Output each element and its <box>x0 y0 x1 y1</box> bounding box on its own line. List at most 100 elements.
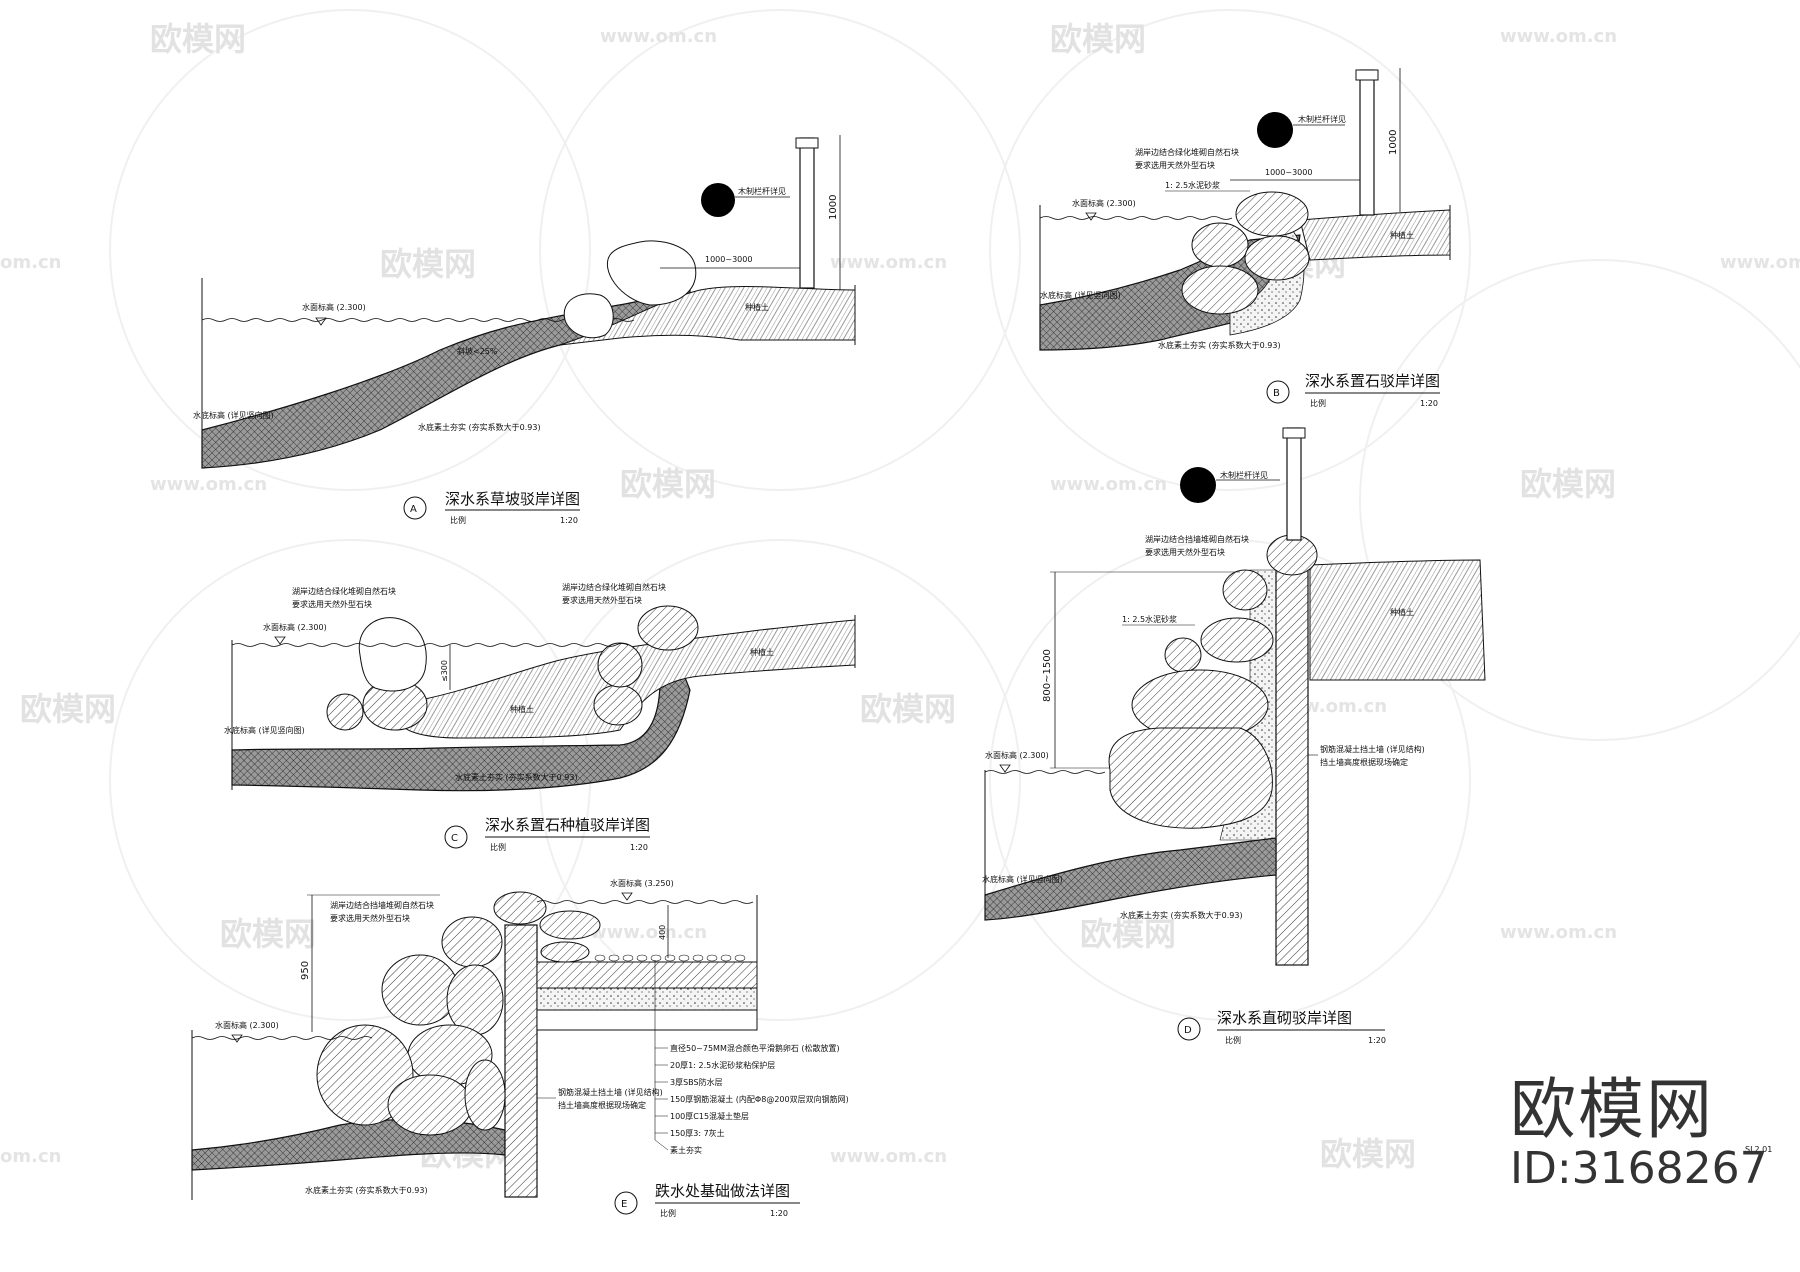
water-bottom-section <box>984 837 1277 921</box>
bank-soil <box>559 285 856 346</box>
detail-title: 深水系置石驳岸详图 <box>1305 372 1440 390</box>
detail-title: 深水系直砌驳岸详图 <box>1217 1009 1352 1027</box>
scale-value: 1:20 <box>560 516 578 525</box>
wood-railing-post <box>1359 69 1375 216</box>
label-water-level-top: 水面标高 (3.250) <box>610 878 674 888</box>
boulder <box>1266 534 1318 576</box>
model-id: ID:3168267 <box>1510 1143 1768 1194</box>
dim-top: 400 <box>658 925 667 940</box>
callout-marker <box>1180 467 1216 503</box>
wood-railing-post <box>799 137 815 289</box>
detail-letter: A <box>410 504 417 515</box>
boulder <box>637 605 699 651</box>
scale-value: 1:20 <box>630 843 648 852</box>
layer-lime-soil <box>536 1009 758 1031</box>
note-mortar: 1: 2.5水泥砂浆 <box>1122 614 1177 624</box>
watermark-url: www.om.cn <box>830 252 947 273</box>
brand-watermark: 欧模网 ID:3168267 <box>1510 1075 1790 1193</box>
label-soil: 种植土 <box>745 302 769 312</box>
detail-b: 1000 1000~3000 木制栏杆详见 湖岸边结合绿化堆砌自然石块 要求选用… <box>1039 68 1451 408</box>
detail-letter: C <box>451 833 458 844</box>
detail-a: 1000 1000~3000 木制栏杆详见 水面标高 (2.300) 斜坡<25… <box>193 135 856 525</box>
label-soil: 种植土 <box>1390 607 1414 617</box>
note-wall-2: 挡土墙高度根据现场确定 <box>1320 757 1408 767</box>
watermark-url: om.cn <box>0 252 61 273</box>
bank-soil <box>1299 209 1451 261</box>
water-bottom-section <box>201 285 691 469</box>
note-stone-4: 要求选用天然外型石块 <box>562 595 642 605</box>
boulder <box>441 916 503 968</box>
note-wall-1: 钢筋混凝土挡土墙 (详见结构) <box>1320 744 1425 754</box>
boulder <box>493 891 547 925</box>
watermark-url: www.om.cn <box>1720 252 1800 273</box>
note-stone-1: 湖岸边结合绿化堆砌自然石块 <box>1135 147 1239 157</box>
label-water-level: 水面标高 (2.300) <box>215 1020 279 1030</box>
boulder <box>326 693 364 731</box>
scale-label: 比例 <box>660 1208 676 1218</box>
scale-value: 1:20 <box>770 1209 788 1218</box>
dim-width: 1000~3000 <box>705 255 752 264</box>
layer-item: 100厚C15混凝土垫层 <box>670 1111 749 1121</box>
scale-value: 1:20 <box>1368 1036 1386 1045</box>
watermark-brand: 欧模网 <box>1080 915 1176 953</box>
detail-title: 跌水处基础做法详图 <box>655 1182 790 1200</box>
watermark-url: www.om.cn <box>1500 922 1617 943</box>
detail-letter: D <box>1184 1025 1192 1036</box>
label-bottom-level: 水底标高 (详见竖向图) <box>982 874 1063 884</box>
boulder <box>464 1059 506 1131</box>
detail-letter: E <box>621 1199 627 1210</box>
dim-height: 1000 <box>1388 130 1399 155</box>
boulder <box>1244 235 1310 281</box>
boulder <box>381 954 459 1026</box>
callout-marker <box>701 183 735 217</box>
note-stone-1: 湖岸边结合挡墙堆砌自然石块 <box>1145 534 1249 544</box>
bank-soil <box>1309 559 1486 681</box>
note-railing: 木制栏杆详见 <box>1220 470 1268 480</box>
label-water-level: 水面标高 (2.300) <box>302 302 366 312</box>
label-bottom-level: 水底标高 (详见竖向图) <box>193 410 274 420</box>
label-bottom-level: 水底标高 (详见竖向图) <box>224 725 305 735</box>
boulder <box>539 910 601 940</box>
boulder <box>1222 569 1268 611</box>
watermark-brand: 欧模网 <box>860 690 956 728</box>
label-soil: 种植土 <box>510 704 534 714</box>
callout-marker <box>1257 112 1293 148</box>
boulder <box>1200 617 1274 663</box>
label-water-level: 水面标高 (2.300) <box>1072 198 1136 208</box>
dim-height: 950 <box>300 961 311 980</box>
detail-d: 木制栏杆详见 800~1500 湖岸边结合挡墙堆砌自然石块 要求选用天然外型石块… <box>982 427 1486 1045</box>
watermark-url: om.cn <box>0 1146 61 1167</box>
detail-title: 深水系置石种植驳岸详图 <box>485 816 650 834</box>
note-wall-1: 钢筋混凝土挡土墙 (详见结构) <box>558 1087 663 1097</box>
layer-cushion <box>536 987 758 1011</box>
dim-height: ≤300 <box>440 660 449 682</box>
label-water-level: 水面标高 (2.300) <box>263 622 327 632</box>
layer-item: 素土夯实 <box>670 1145 702 1155</box>
layer-item: 直径50~75MM混合颜色平滑鹅卵石 (松散放置) <box>670 1043 840 1053</box>
detail-c: ≤300 湖岸边结合绿化堆砌自然石块 要求选用天然外型石块 湖岸边结合绿化堆砌自… <box>224 582 856 852</box>
label-compaction: 水底素土夯实 (夯实系数大于0.93) <box>1158 340 1281 350</box>
scale-value: 1:20 <box>1420 399 1438 408</box>
layer-item: 150厚3: 7灰土 <box>670 1128 725 1138</box>
watermark-brand: 欧模网 <box>20 690 116 728</box>
scale-label: 比例 <box>490 842 506 852</box>
scale-label: 比例 <box>1310 398 1326 408</box>
wood-railing-post <box>1286 427 1302 541</box>
label-bottom-level: 水底标高 (详见竖向图) <box>1040 290 1121 300</box>
label-slope: 斜坡<25% <box>457 346 498 356</box>
water-bottom-section <box>231 664 691 792</box>
watermark-url: www.om.cn <box>150 474 267 495</box>
retaining-wall <box>504 924 538 1198</box>
boulder <box>1164 637 1202 673</box>
note-stone-2: 要求选用天然外型石块 <box>1135 160 1215 170</box>
note-mortar: 1: 2.5水泥砂浆 <box>1165 180 1220 190</box>
layer-concrete <box>536 961 758 989</box>
boulder <box>1108 727 1273 829</box>
layer-item: 3厚SBS防水层 <box>670 1077 723 1087</box>
label-soil: 种植土 <box>750 647 774 657</box>
boulder <box>593 684 643 726</box>
watermark-brand: 欧模网 <box>1520 465 1616 503</box>
detail-e: 950 400 水面标高 (3.250) 湖岸边结合挡墙堆砌自然石块 要求选用天… <box>191 878 849 1218</box>
boulder <box>1181 265 1259 315</box>
dim-height: 800~1500 <box>1042 649 1053 702</box>
